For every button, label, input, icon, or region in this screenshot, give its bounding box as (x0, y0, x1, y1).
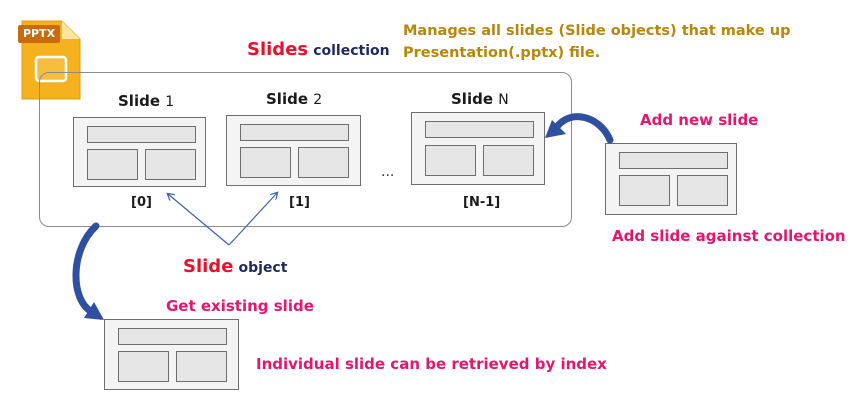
slide-2-title-word: Slide (266, 90, 308, 108)
collection-heading-suffix: collection (313, 43, 390, 59)
add-new-slide-label: Add new slide (640, 111, 759, 129)
slide-1-thumbnail (73, 117, 206, 187)
collection-heading-word: Slides (247, 39, 309, 60)
slide-1-index: [0] (131, 195, 152, 210)
slide-1-right-block (145, 149, 196, 180)
slide-n-thumbnail (411, 112, 545, 185)
pptx-badge-text: PPTX (22, 27, 56, 40)
collection-heading: Slides collection (247, 39, 390, 60)
slide-object-word: Slide (183, 256, 234, 277)
slide-n-left-block (425, 145, 476, 176)
slide-object-pointer-arrows (168, 193, 277, 246)
slide-object-suffix: object (238, 260, 288, 276)
slide-1-title-word: Slide (118, 92, 160, 110)
retrieved-slide-left-block (118, 351, 169, 382)
ellipsis: ... (381, 164, 395, 180)
slide-n-right-block (483, 145, 534, 176)
slide-2-title-bar (240, 124, 349, 141)
slide-2-title-num: 2 (313, 92, 323, 108)
slide-1-title-bar (87, 126, 196, 143)
slide-object-label: Slide object (183, 256, 287, 277)
slide-2-left-block (240, 147, 291, 178)
slide-n-index: [N-1] (463, 195, 501, 210)
slide-n-title: Slide N (451, 90, 509, 108)
add-against-collection-label: Add slide against collection (612, 227, 846, 245)
slide-1-title-num: 1 (165, 94, 175, 110)
add-slide-curved-arrow (545, 113, 614, 144)
new-slide-left-block (619, 175, 670, 206)
description-line-2: Presentation(.pptx) file. (403, 45, 601, 61)
slide-2-title: Slide 2 (266, 90, 322, 108)
retrieved-slide-title-bar (118, 328, 227, 345)
new-slide-title-bar (619, 152, 728, 169)
slide-2-right-block (298, 147, 349, 178)
slide-n-title-word: Slide (451, 90, 493, 108)
new-slide-right-block (677, 175, 728, 206)
collection-description: Manages all slides (Slide objects) that … (403, 20, 790, 64)
slides-collection-box (39, 72, 572, 227)
retrieved-slide-thumbnail (104, 319, 239, 390)
retrieve-caption: Individual slide can be retrieved by ind… (256, 355, 607, 373)
get-existing-slide-label: Get existing slide (166, 297, 314, 315)
description-line-1: Manages all slides (Slide objects) that … (403, 23, 791, 39)
retrieved-slide-right-block (176, 351, 227, 382)
get-slide-curved-arrow (72, 222, 104, 320)
pptx-file-icon: PPTX (18, 15, 84, 102)
pointer-to-slide-2 (228, 193, 277, 246)
slide-n-title-bar (425, 121, 534, 138)
slide-2-index: [1] (289, 195, 310, 210)
pointer-to-slide-1 (168, 194, 230, 246)
slide-n-title-num: N (498, 92, 509, 108)
pptx-badge: PPTX (18, 25, 60, 43)
new-slide-thumbnail (605, 143, 737, 215)
slide-1-left-block (87, 149, 138, 180)
slide-2-thumbnail (226, 115, 361, 186)
slide-1-title: Slide 1 (118, 92, 174, 110)
